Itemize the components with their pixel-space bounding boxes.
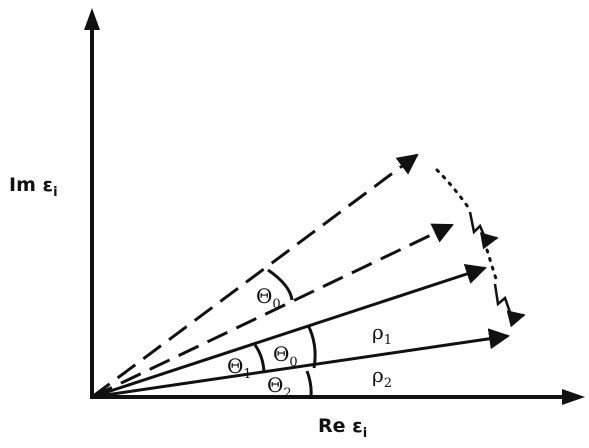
correction-arrows-upper (468, 211, 499, 250)
theta0-lower-sub: 0 (289, 355, 297, 370)
theta1-sub: 1 (243, 367, 251, 382)
real-axis-label-main: Re ε (318, 415, 363, 437)
theta0-upper-sub: 0 (272, 297, 280, 312)
rho2-main: ρ (372, 363, 384, 387)
angle-arc-theta0-lower (306, 324, 317, 369)
rho1-main: ρ (372, 320, 384, 344)
theta1-label: Θ1 (227, 354, 252, 382)
dotted-trajectory-lower (485, 248, 499, 284)
theta2-main: Θ (267, 373, 283, 397)
rho1-label: ρ1 (372, 320, 392, 348)
rho1-sub: 1 (384, 333, 392, 348)
rho2-sub: 2 (384, 376, 392, 391)
imaginary-axis-arrowhead (84, 8, 100, 30)
imaginary-axis-label-main: Im ε (9, 174, 53, 196)
theta0-lower-main: Θ (273, 342, 289, 366)
theta0-upper-label: Θ0 (256, 284, 281, 312)
angle-arc-theta0-upper (267, 268, 294, 301)
vector-rho2 (91, 328, 511, 399)
theta1-main: Θ (227, 354, 243, 378)
dashed-vector-upper (91, 153, 419, 399)
correction-arrows-lower (493, 283, 526, 328)
real-axis-arrowhead (562, 389, 585, 405)
vector-rho1 (91, 263, 487, 399)
real-axis-label: Re εi (318, 415, 367, 441)
theta2-sub: 2 (283, 386, 291, 401)
imaginary-axis-label: Im εi (9, 174, 58, 200)
theta0-lower-label: Θ0 (273, 342, 298, 370)
imaginary-axis-label-sub: i (53, 185, 57, 200)
theta0-upper-main: Θ (256, 284, 272, 308)
dotted-trajectory (435, 168, 472, 212)
angle-arc-theta1 (253, 344, 266, 373)
rho2-label: ρ2 (372, 363, 392, 391)
real-axis-label-sub: i (363, 426, 367, 441)
angle-arc-theta2 (305, 370, 313, 398)
dashed-vector-lower (91, 223, 454, 399)
theta2-label: Θ2 (267, 373, 292, 401)
